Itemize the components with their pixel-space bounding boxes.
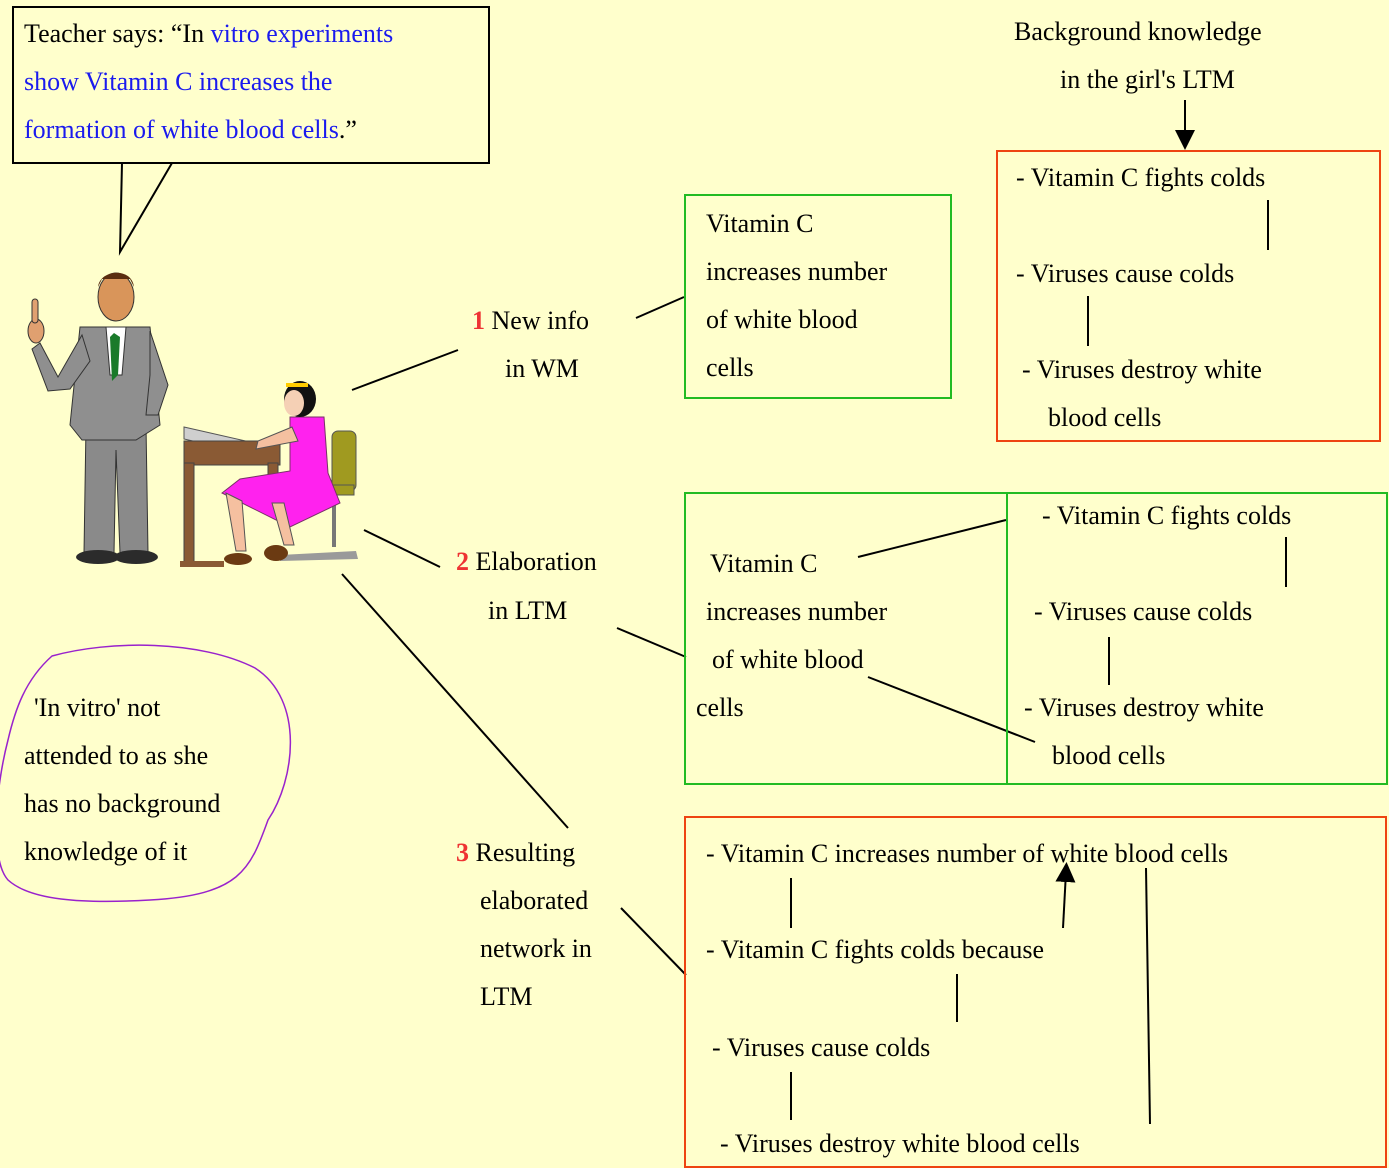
line-girl-to-step3 [341,573,569,829]
step2-box: Vitamin C increases number of white bloo… [684,492,1388,785]
step2-right-line: blood cells [1052,741,1166,770]
arrow-because [1055,862,1076,929]
step1-line: of white blood [706,305,858,334]
step2-label: 2 Elaboration [456,547,597,576]
line-step3-to-box [620,907,687,976]
bg-item: - Viruses cause colds [1016,259,1235,288]
step3-label: 3 Resulting [456,838,576,867]
step2-left-line: Vitamin C [710,549,818,578]
speech-line-2: show Vitamin C increases the [24,67,333,96]
note-line: 'In vitro' not [34,693,161,722]
background-title-1: Background knowledge [1014,17,1262,46]
line-step2-to-box [616,627,687,658]
step1-box: Vitamin C increases number of white bloo… [684,194,952,399]
step2-right-line: - Vitamin C fights colds [1042,501,1292,530]
step2-divider [1006,494,1008,783]
step2-label-2: in LTM [488,596,568,625]
bg-item: - Vitamin C fights colds [1016,163,1266,192]
link-vitc-fights [857,519,1007,558]
step3-line: - Vitamin C increases number of white bl… [706,839,1229,868]
note-line: has no background [24,789,221,818]
note-line: knowledge of it [24,837,188,866]
teacher-figure [27,272,169,564]
bg-item: blood cells [1048,403,1162,432]
step3-box: - Vitamin C increases number of white bl… [684,816,1387,1168]
student-at-desk-figure [180,381,358,567]
step1-line: cells [706,353,754,382]
step3-label-2: elaborated [480,886,589,915]
step1-line: Vitamin C [706,209,814,238]
line-step1-to-box [635,296,685,319]
line-girl-to-step1 [351,349,459,391]
note-outline [0,644,292,903]
background-title-2: in the girl's LTM [1060,65,1235,94]
step2-right-line: - Viruses cause colds [1034,597,1253,626]
speech-bubble: Teacher says: “In vitro experiments show… [12,6,490,164]
step2-left-line: of white blood [712,645,864,674]
step1-label-2: in WM [505,354,579,383]
step3-label-3: network in [480,934,592,963]
step2-right-line: - Viruses destroy white [1024,693,1264,722]
step3-line: - Viruses destroy white blood cells [720,1129,1080,1158]
step2-left-line: increases number [706,597,888,626]
background-knowledge-box: - Vitamin C fights colds - Viruses cause… [996,150,1381,442]
line-girl-to-step2 [363,529,441,568]
note-line: attended to as she [24,741,209,770]
step3-line: - Vitamin C fights colds because [706,935,1045,964]
speech-tail [118,162,173,256]
step1-line: increases number [706,257,888,286]
speech-line-1: Teacher says: “In vitro experiments [24,19,394,48]
step3-label-4: LTM [480,982,533,1011]
bg-item: - Viruses destroy white [1022,355,1262,384]
step3-line: - Viruses cause colds [712,1033,931,1062]
speech-line-3: formation of white blood cells.” [24,115,357,144]
step1-label: 1 New info [472,306,589,335]
step2-left-line: cells [696,693,744,722]
